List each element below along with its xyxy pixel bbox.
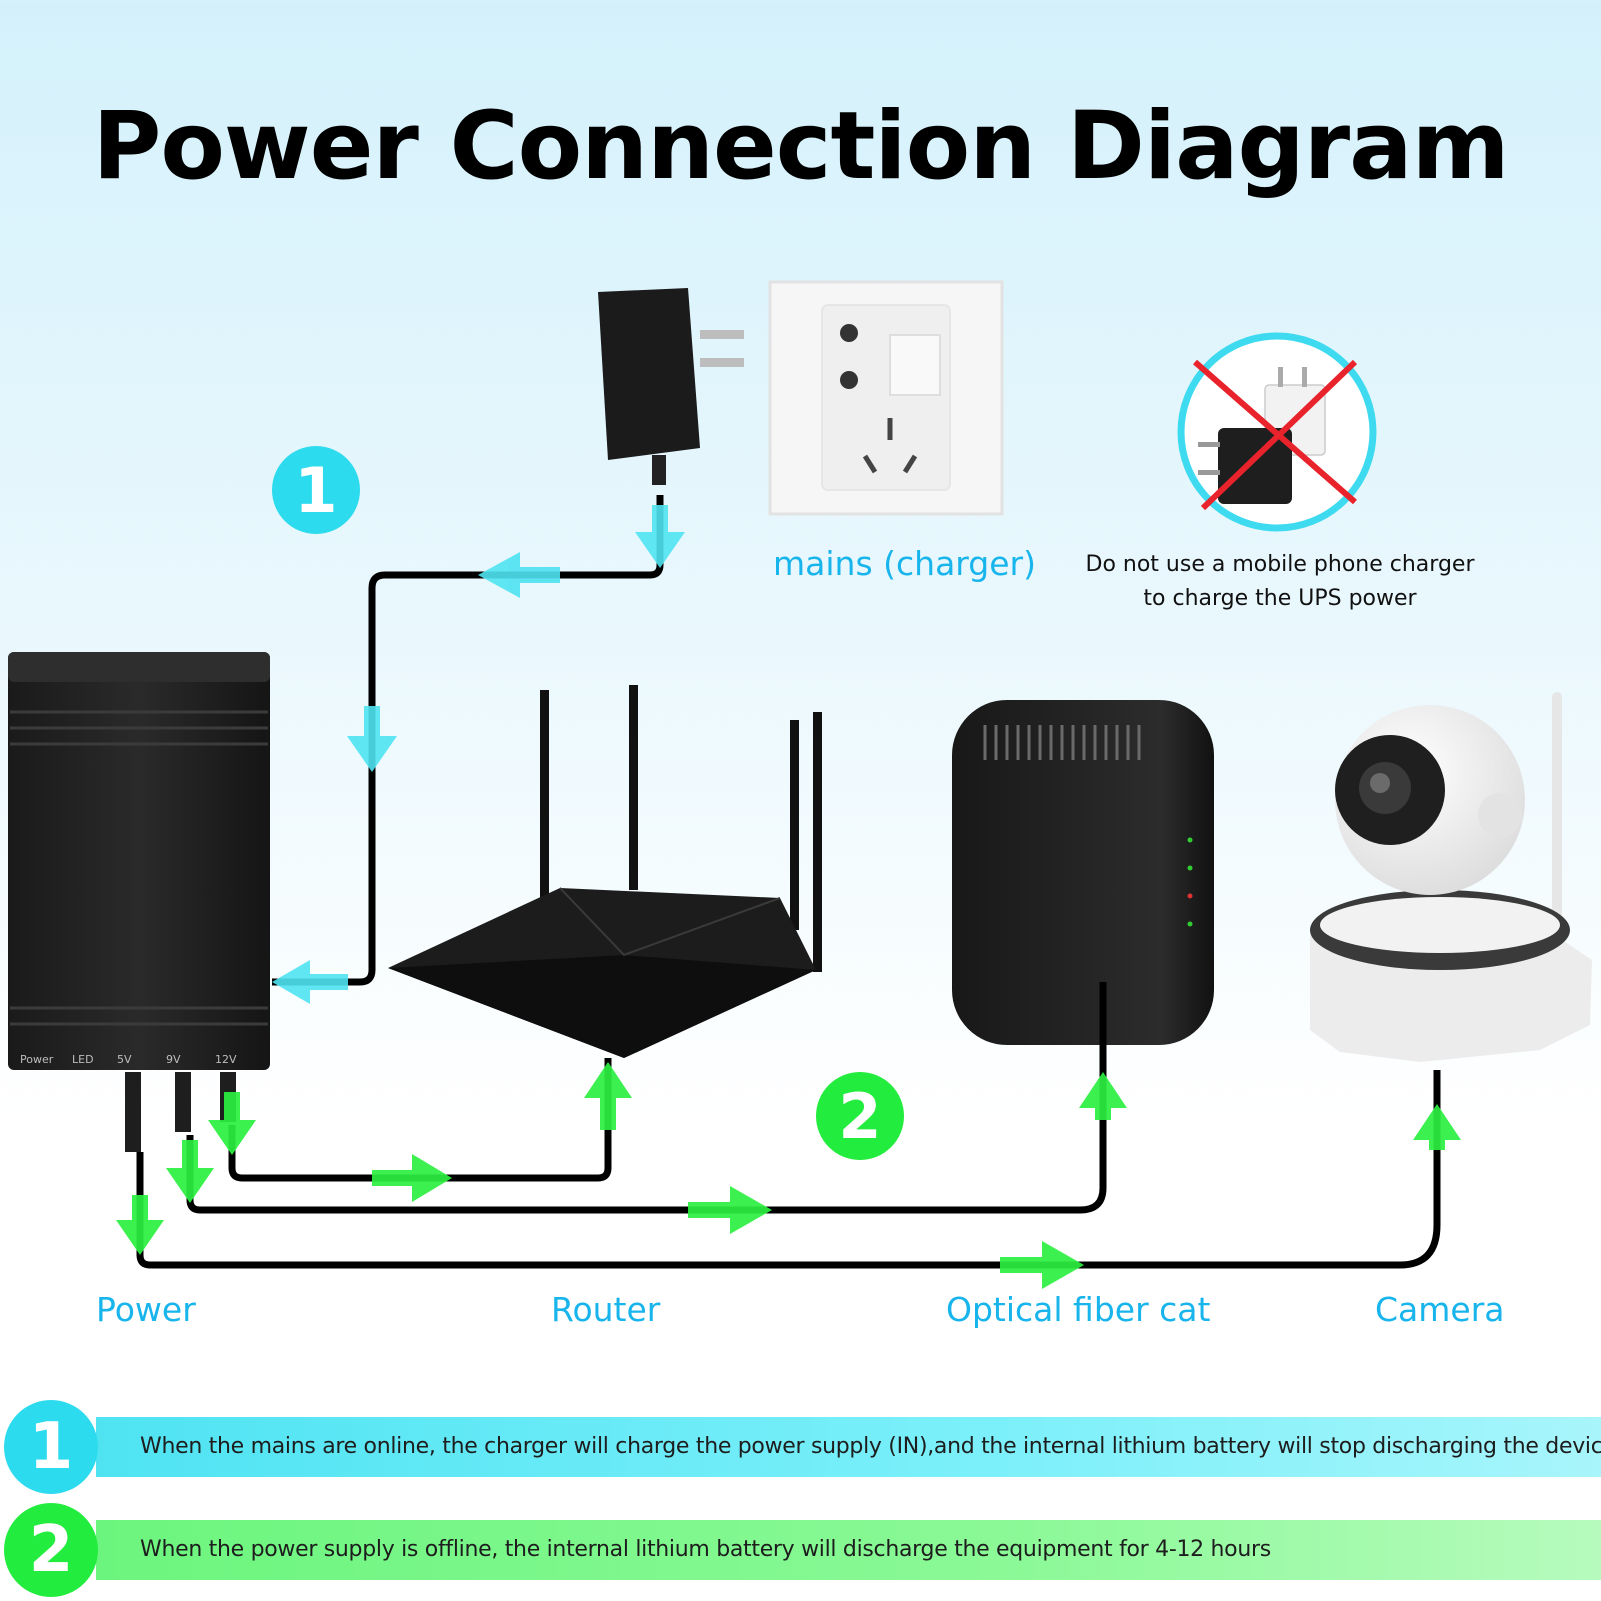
router-icon <box>388 685 822 1058</box>
cyan-arrow-icon <box>347 706 397 772</box>
cyan-arrow-icon <box>478 552 560 598</box>
router-label: Router <box>551 1290 661 1329</box>
page-title: Power Connection Diagram <box>92 92 1509 201</box>
ups-port-label: Power <box>20 1053 54 1066</box>
legend-step-two-number: 2 <box>28 1513 74 1587</box>
green-arrow-icon <box>1413 1104 1461 1150</box>
no-phone-charger-icon <box>1177 332 1377 532</box>
green-arrow-icon <box>1000 1241 1084 1289</box>
charger-adapter-icon <box>598 288 744 485</box>
green-arrow-icon <box>166 1140 214 1203</box>
step-two-number: 2 <box>838 1079 882 1153</box>
ups-port-label: 9V <box>166 1053 181 1066</box>
cyan-arrow-icon <box>272 960 348 1004</box>
ups-port-label: LED <box>72 1053 94 1066</box>
green-arrow-icon <box>1079 1072 1127 1120</box>
step-two-badge: 2 <box>816 1072 904 1160</box>
charging-cable <box>272 495 664 986</box>
legend-step-one-number: 1 <box>28 1410 74 1484</box>
output-cable-camera <box>136 1070 1441 1269</box>
ups-port-label: 12V <box>215 1053 237 1066</box>
green-arrow-icon <box>208 1092 256 1155</box>
green-arrow-icon <box>584 1062 632 1130</box>
cyan-arrow-icon <box>635 505 685 568</box>
optical-fiber-cat-icon <box>952 700 1214 1045</box>
legend-step-one-badge: 1 <box>4 1400 98 1494</box>
power-label: Power <box>96 1290 196 1329</box>
legend-step-two-badge: 2 <box>4 1503 98 1597</box>
warning-line-2: to charge the UPS power <box>1143 586 1417 611</box>
camera-icon <box>1310 692 1592 1062</box>
legend-bar-step-two <box>96 1520 1601 1580</box>
camera-label: Camera <box>1375 1290 1505 1329</box>
warning-line-1: Do not use a mobile phone charger <box>1085 552 1475 577</box>
ups-power-box: Power LED 5V 9V 12V <box>8 652 270 1152</box>
wall-outlet-icon <box>768 280 1004 516</box>
mains-charger-label: mains (charger) <box>773 544 1036 583</box>
legend-step-one-text: When the mains are online, the charger w… <box>140 1434 1601 1459</box>
step-one-number: 1 <box>294 453 338 527</box>
legend-step-two-text: When the power supply is offline, the in… <box>140 1537 1271 1562</box>
green-arrow-icon <box>116 1195 164 1255</box>
green-arrow-icon <box>372 1154 452 1202</box>
green-arrow-icon <box>688 1186 772 1234</box>
ups-port-label: 5V <box>117 1053 132 1066</box>
legend-bar-step-one <box>96 1417 1601 1477</box>
step-one-badge: 1 <box>272 446 360 534</box>
output-cable-optical <box>186 982 1107 1214</box>
warning-note: Do not use a mobile phone charger to cha… <box>1070 548 1490 616</box>
optical-fiber-cat-label: Optical fiber cat <box>946 1290 1211 1329</box>
